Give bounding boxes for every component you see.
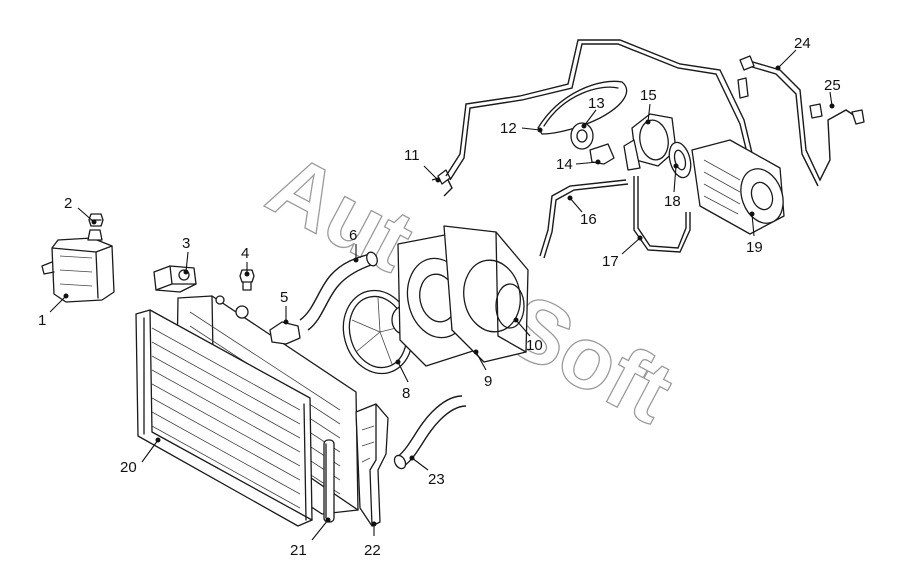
callout-24: 24 (794, 35, 811, 52)
callout-17: 17 (602, 253, 619, 270)
callout-4: 4 (241, 245, 249, 262)
callout-23: 23 (428, 471, 445, 488)
part-23-lower-hose (393, 395, 467, 470)
part-1-expansion-tank (41, 229, 115, 303)
part-25-pipe-fitting (809, 103, 823, 119)
callout-20: 20 (120, 459, 137, 476)
callout-8: 8 (402, 385, 410, 402)
callout-15: 15 (640, 87, 657, 104)
part-24-pipe-fitting (737, 77, 749, 99)
part-14-bracket (589, 143, 615, 165)
part-12-drive-belt (537, 80, 628, 135)
callout-9: 9 (484, 373, 492, 390)
part-18-clutch-plate (668, 141, 692, 179)
part-10-fan-assembly (443, 225, 529, 363)
part-17-pipe (623, 139, 691, 253)
callout-12: 12 (500, 120, 517, 137)
callout-16: 16 (580, 211, 597, 228)
part-16-pipe (539, 179, 629, 259)
callout-leaders (49, 49, 835, 541)
callout-11: 11 (404, 147, 420, 164)
callout-labels: 1 2 3 4 5 6 8 9 10 11 12 13 14 15 16 17 … (38, 35, 841, 559)
callout-10: 10 (526, 337, 543, 354)
callout-21: 21 (290, 542, 307, 559)
callout-19: 19 (746, 239, 763, 256)
part-3-bracket (153, 265, 197, 293)
callout-18: 18 (664, 193, 681, 210)
part-20-condenser (135, 309, 313, 527)
callout-13: 13 (588, 95, 605, 112)
part-6-upper-hose (299, 251, 378, 331)
callout-3: 3 (182, 235, 190, 252)
callout-1: 1 (38, 312, 46, 329)
callout-22: 22 (364, 542, 381, 559)
part-11-pipe-fitting (431, 169, 453, 197)
callout-6: 6 (349, 227, 357, 244)
callout-25: 25 (824, 77, 841, 94)
callout-14: 14 (556, 156, 573, 173)
ac-pipe-network (445, 39, 865, 191)
part-19-compressor (691, 139, 785, 235)
part-22-air-deflector (355, 403, 389, 527)
part-13-tensioner-pulley (570, 122, 594, 150)
callout-2: 2 (64, 195, 72, 212)
callout-5: 5 (280, 289, 288, 306)
part-21-pipe (323, 439, 335, 523)
